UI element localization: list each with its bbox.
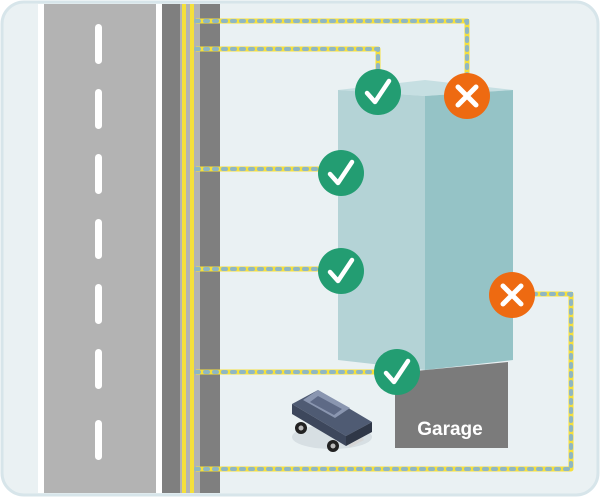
check-icon bbox=[355, 69, 401, 115]
check-icon bbox=[318, 248, 364, 294]
branch-roof-left bbox=[194, 46, 381, 74]
building bbox=[338, 80, 513, 370]
check-icon bbox=[374, 349, 420, 395]
trunk-line bbox=[182, 4, 194, 493]
car-image bbox=[292, 390, 372, 452]
branch-right-side bbox=[194, 291, 574, 472]
garage-label: Garage bbox=[417, 419, 482, 440]
x-icon bbox=[489, 272, 535, 318]
x-icon bbox=[444, 73, 490, 119]
branch-roof-right bbox=[194, 18, 470, 82]
garage: Garage bbox=[395, 362, 508, 448]
branch-lines bbox=[194, 18, 574, 472]
lane-markings bbox=[95, 24, 102, 460]
road bbox=[38, 4, 162, 493]
status-badges bbox=[318, 69, 535, 395]
check-icon bbox=[318, 150, 364, 196]
